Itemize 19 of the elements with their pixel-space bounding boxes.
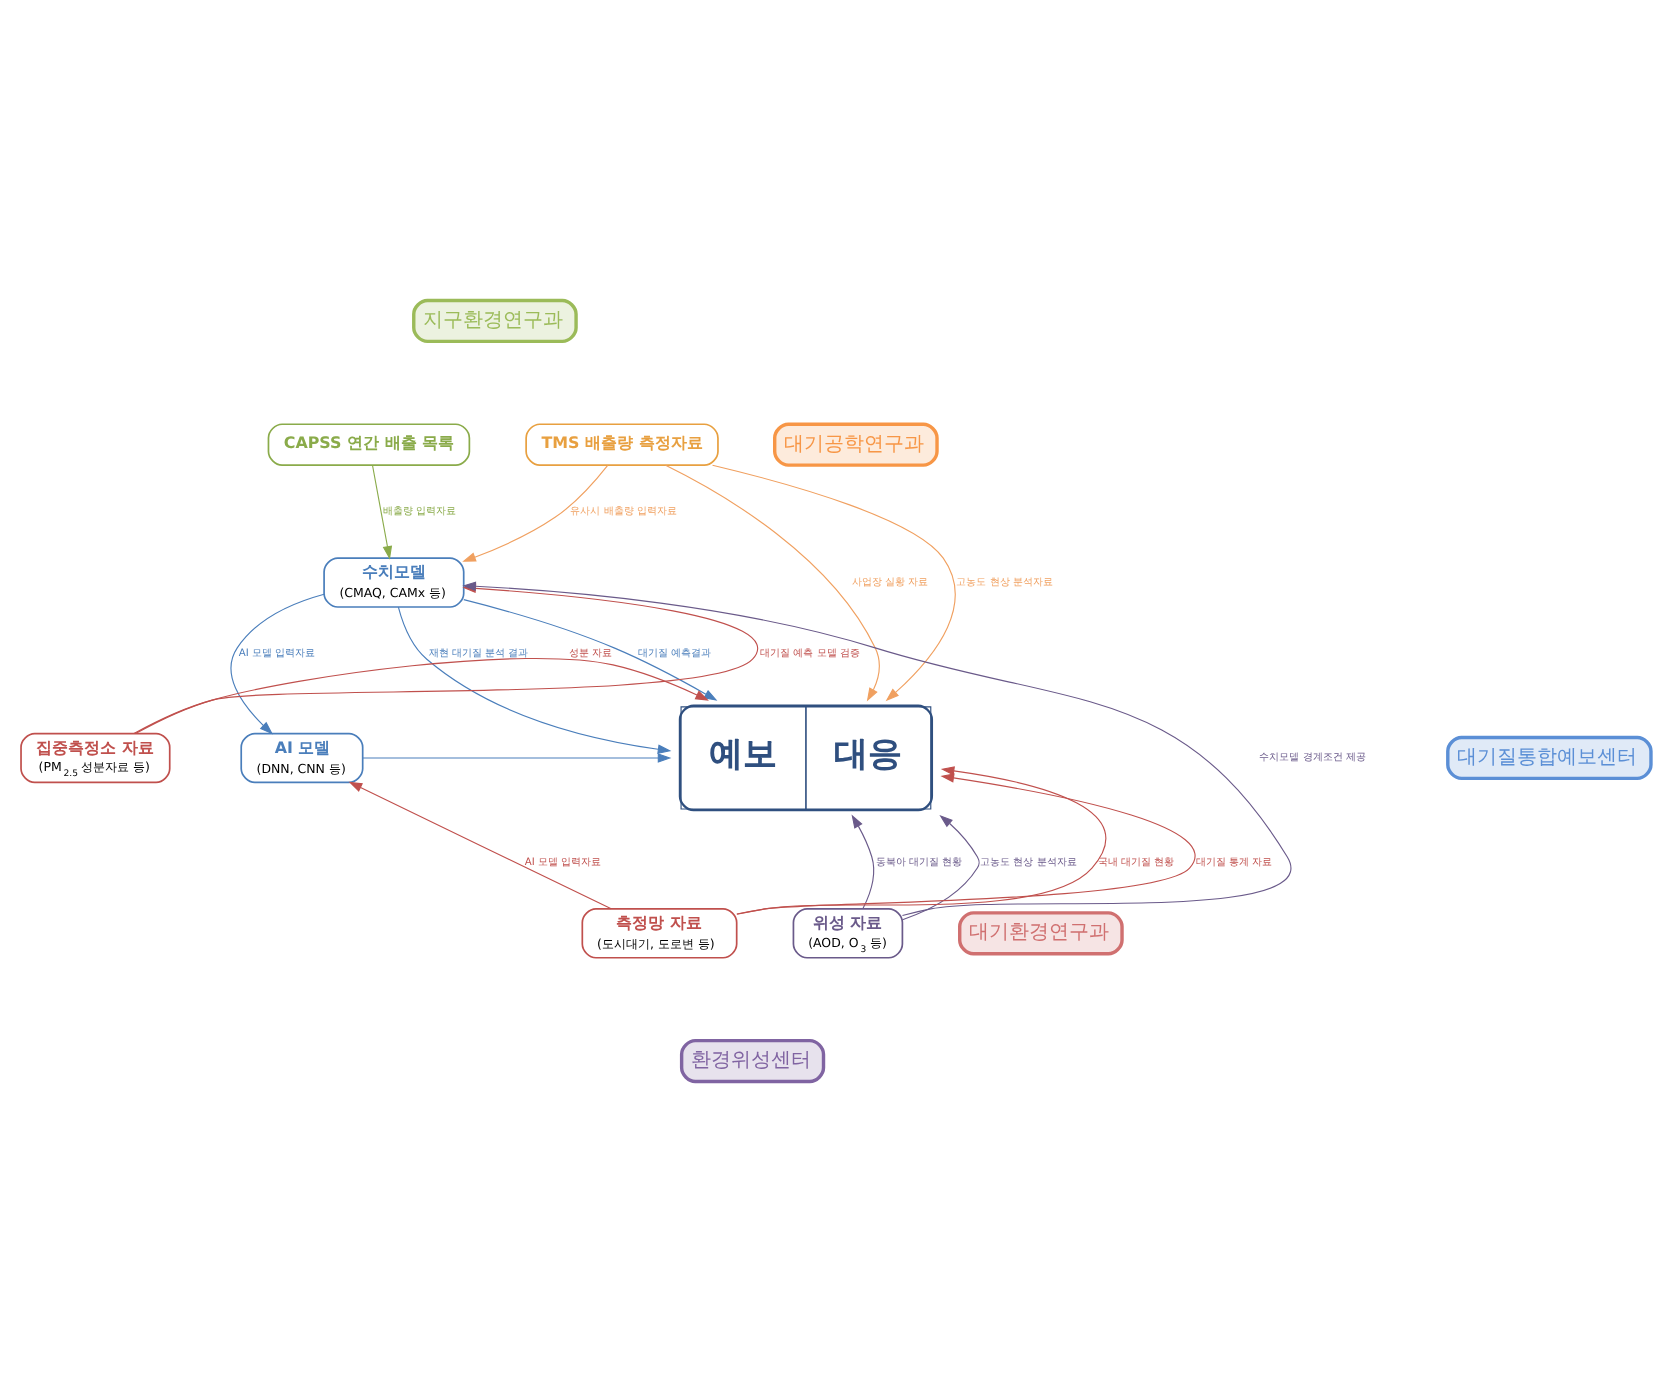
arrow <box>902 813 980 920</box>
arrow <box>462 463 609 561</box>
arrow <box>711 463 956 701</box>
arrow <box>230 592 325 734</box>
node-box: 대기질통합예보센터 <box>1446 734 1653 780</box>
arrow <box>362 752 672 762</box>
node-box: 환경위성센터 <box>679 1037 826 1083</box>
arrow <box>736 772 1196 914</box>
arrow <box>135 656 709 734</box>
arrow <box>736 765 1107 914</box>
arrow <box>371 463 393 559</box>
arrow <box>348 780 612 909</box>
arrow <box>851 813 875 909</box>
node-box: 지구환경연구과 <box>412 297 578 343</box>
node-box: 대기공학연구과 <box>773 421 939 466</box>
arrow <box>463 598 718 700</box>
arrow <box>665 463 880 701</box>
node-box: 대기환경연구과 <box>958 910 1124 955</box>
arrow <box>397 605 672 753</box>
